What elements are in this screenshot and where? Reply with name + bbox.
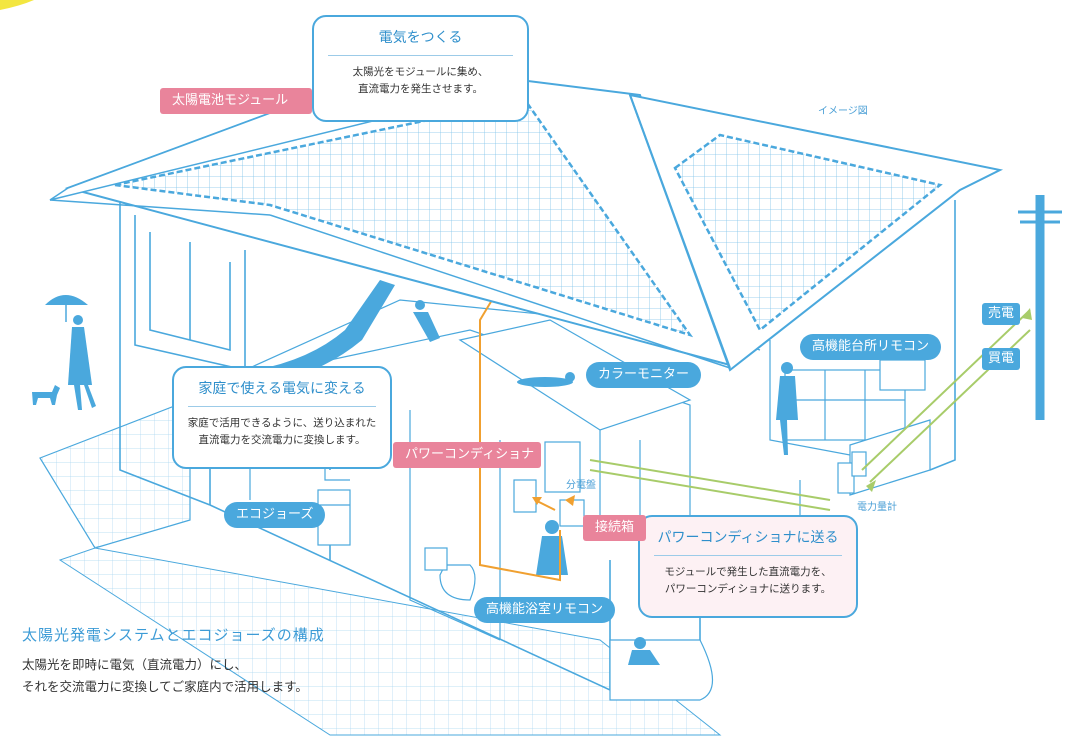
label-image-note: イメージ図	[818, 106, 868, 117]
callout-send-title: パワーコンディショナに送る	[654, 517, 842, 556]
solar-panel-side	[673, 133, 943, 332]
ground-bottom	[58, 547, 722, 736]
callout-send: パワーコンディショナに送る モジュールで発生した直流電力を、 パワーコンディショ…	[638, 515, 858, 618]
left-wall	[119, 200, 211, 506]
callout-generate-body: 太陽光をモジュールに集め、 直流電力を発生させます。	[352, 66, 489, 95]
callout-convert: 家庭で使える電気に変える 家庭で活用できるように、送り込まれた 直流電力を交流電…	[172, 366, 392, 469]
label-solar-module: 太陽電池モジュール	[160, 88, 312, 114]
dc-wire	[479, 289, 561, 582]
caption-body: 太陽光を即時に電気（直流電力）にし、 それを交流電力に変換してご家庭内で活用しま…	[22, 654, 308, 698]
label-junction-box: 接続箱	[583, 515, 647, 541]
label-buy: 買電	[982, 348, 1021, 370]
label-kitchen-remote: 高機能台所リモコン	[800, 334, 942, 360]
sell-line	[861, 309, 1031, 471]
caption-line-1: 太陽光を即時に電気（直流電力）にし、	[22, 657, 248, 672]
label-eco-jozu: エコジョーズ	[224, 502, 326, 528]
ac-wire-2	[589, 469, 831, 511]
caption-title: 太陽光発電システムとエコジョーズの構成	[22, 626, 325, 644]
label-distribution-board: 分電盤	[566, 480, 596, 491]
dog	[32, 385, 60, 405]
label-sell: 売電	[982, 303, 1021, 325]
second-floor-room	[458, 319, 692, 431]
callout-convert-title: 家庭で使える電気に変える	[188, 368, 376, 407]
callout-send-body: モジュールで発生した直流電力を、 パワーコンディショナに送ります。	[664, 566, 832, 595]
callout-generate: 電気をつくる 太陽光をモジュールに集め、 直流電力を発生させます。	[312, 15, 529, 122]
ac-wire-1	[589, 459, 831, 501]
label-color-monitor: カラーモニター	[586, 362, 702, 388]
label-power-conditioner: パワーコンディショナ	[393, 442, 541, 468]
callout-generate-title: 電気をつくる	[328, 17, 513, 56]
utility-pole	[1018, 195, 1062, 420]
umbrella	[45, 295, 88, 305]
label-bath-remote: 高機能浴室リモコン	[474, 597, 616, 623]
callout-convert-body: 家庭で活用できるように、送り込まれた 直流電力を交流電力に変換します。	[187, 417, 377, 446]
solar-panel-main	[114, 98, 694, 338]
corner-mark	[0, 0, 34, 10]
right-wall	[929, 200, 956, 471]
ground-left	[39, 399, 191, 549]
label-power-meter: 電力量計	[857, 502, 897, 513]
caption-line-2: それを交流電力に変換してご家庭内で活用します。	[22, 679, 308, 694]
